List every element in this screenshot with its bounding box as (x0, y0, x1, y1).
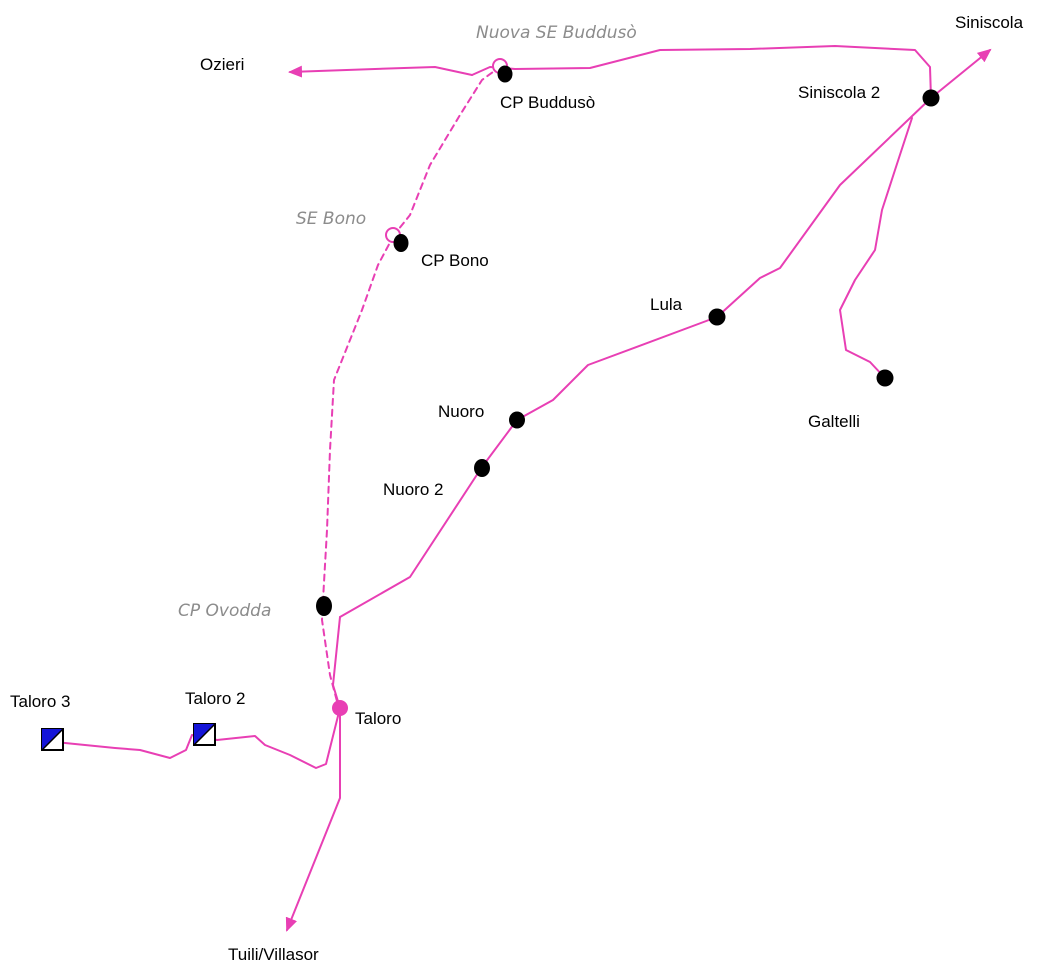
node-cp-ovodda (316, 596, 332, 616)
line-buddusò-ozieri (288, 65, 473, 78)
node-nuoro (509, 411, 525, 429)
line-ovodda-taloro (332, 616, 341, 709)
label-taloro3: Taloro 3 (10, 692, 70, 711)
line-siniscola2-siniscola (930, 48, 992, 99)
node-lula (708, 308, 726, 326)
line-taloro-tuili (285, 707, 341, 932)
label-cp-buddusò: CP Buddusò (500, 93, 595, 112)
label-siniscola: Siniscola (955, 13, 1024, 32)
node-siniscola2 (922, 89, 940, 107)
line-taloro2-taloro3 (54, 734, 206, 759)
line-siniscola2-lula (716, 97, 932, 318)
label-se-bono: SE Bono (296, 209, 366, 229)
node-taloro (332, 700, 348, 716)
line-taloro-taloro2 (204, 707, 341, 769)
label-nuoro: Nuoro (438, 402, 484, 421)
label-nuova-se-buddusò: Nuova SE Buddusò (476, 23, 637, 43)
label-taloro2: Taloro 2 (185, 689, 245, 708)
node-cp-bono (393, 234, 409, 252)
label-tuili-villasor: Tuili/Villasor (228, 945, 319, 964)
label-cp-ovodda: CP Ovodda (178, 601, 271, 621)
label-galtelli: Galtelli (808, 412, 860, 431)
line-lula-nuoro (516, 316, 718, 421)
plant-taloro2-icon (193, 723, 216, 746)
label-cp-bono: CP Bono (421, 251, 489, 270)
node-galtelli (876, 369, 894, 387)
label-siniscola2: Siniscola 2 (798, 83, 880, 102)
label-lula: Lula (650, 295, 683, 314)
label-nuoro2: Nuoro 2 (383, 480, 443, 499)
node-nuoro2 (474, 459, 490, 477)
planned-line-bono-ovodda (321, 234, 395, 706)
node-cp-buddusò (497, 65, 513, 83)
planned-line-buddusò-bono (393, 65, 502, 236)
line-siniscola2-galtelli (839, 117, 913, 379)
plant-taloro3-icon (41, 728, 64, 751)
line-nuoro-ovodda (339, 419, 518, 618)
label-taloro: Taloro (355, 709, 401, 728)
label-ozieri: Ozieri (200, 55, 244, 74)
